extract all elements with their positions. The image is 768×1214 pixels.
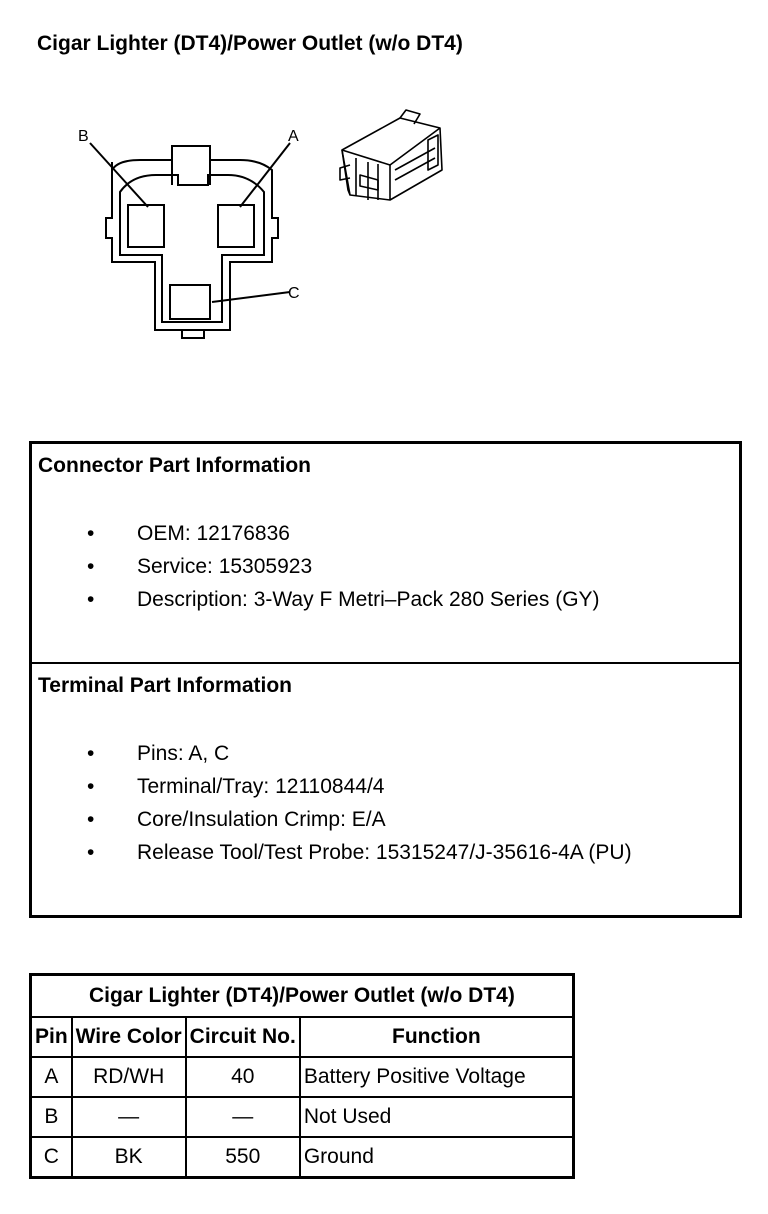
bullet-icon: • — [87, 808, 95, 831]
page-title: Cigar Lighter (DT4)/Power Outlet (w/o DT… — [37, 32, 463, 55]
table-cell: RD/WH — [70, 1056, 187, 1098]
connector-face-diagram: B A C — [78, 128, 300, 339]
bullet-icon: • — [87, 841, 95, 864]
table-cell: Ground — [298, 1136, 575, 1179]
table-cell: — — [184, 1096, 301, 1138]
table-cell: 40 — [184, 1056, 301, 1098]
table-cell: — — [70, 1096, 187, 1138]
table-cell: A — [29, 1056, 73, 1098]
table-row: B — — Not Used — [29, 1096, 575, 1138]
bullet-icon: • — [87, 555, 95, 578]
connector-part-heading: Connector Part Information — [38, 454, 312, 477]
cavity-c-label: C — [288, 285, 300, 302]
table-cell: 550 — [184, 1136, 301, 1179]
column-header: Function — [298, 1016, 575, 1058]
table-cell: Battery Positive Voltage — [298, 1056, 575, 1098]
table-cell: C — [29, 1136, 73, 1179]
table-cell: BK — [70, 1136, 187, 1179]
terminal-part-section: Terminal Part Information •Pins: A, C •T… — [38, 674, 632, 864]
table-row: A RD/WH 40 Battery Positive Voltage — [29, 1056, 575, 1098]
table-row: C BK 550 Ground — [29, 1136, 575, 1179]
column-header: Circuit No. — [184, 1016, 301, 1058]
column-header: Pin — [29, 1016, 73, 1058]
table-caption: Cigar Lighter (DT4)/Power Outlet (w/o DT… — [29, 973, 575, 1018]
table-cell: B — [29, 1096, 73, 1138]
part-information-box: Connector Part Information •OEM: 1217683… — [29, 441, 742, 918]
bullet-icon: • — [87, 588, 95, 611]
bullet-icon: • — [87, 742, 95, 765]
bullet-icon: • — [87, 522, 95, 545]
connector-part-section: Connector Part Information •OEM: 1217683… — [32, 444, 739, 664]
bullet-icon: • — [87, 775, 95, 798]
cavity-a-label: A — [288, 128, 299, 145]
connector-3d-illustration — [339, 109, 443, 201]
pin-table: Cigar Lighter (DT4)/Power Outlet (w/o DT… — [29, 973, 575, 1179]
table-cell: Not Used — [298, 1096, 575, 1138]
table-header-row: Pin Wire Color Circuit No. Function — [29, 1016, 575, 1058]
cavity-b-label: B — [78, 128, 89, 145]
table-caption-row: Cigar Lighter (DT4)/Power Outlet (w/o DT… — [29, 973, 575, 1018]
column-header: Wire Color — [70, 1016, 187, 1058]
terminal-part-heading: Terminal Part Information — [38, 674, 292, 697]
